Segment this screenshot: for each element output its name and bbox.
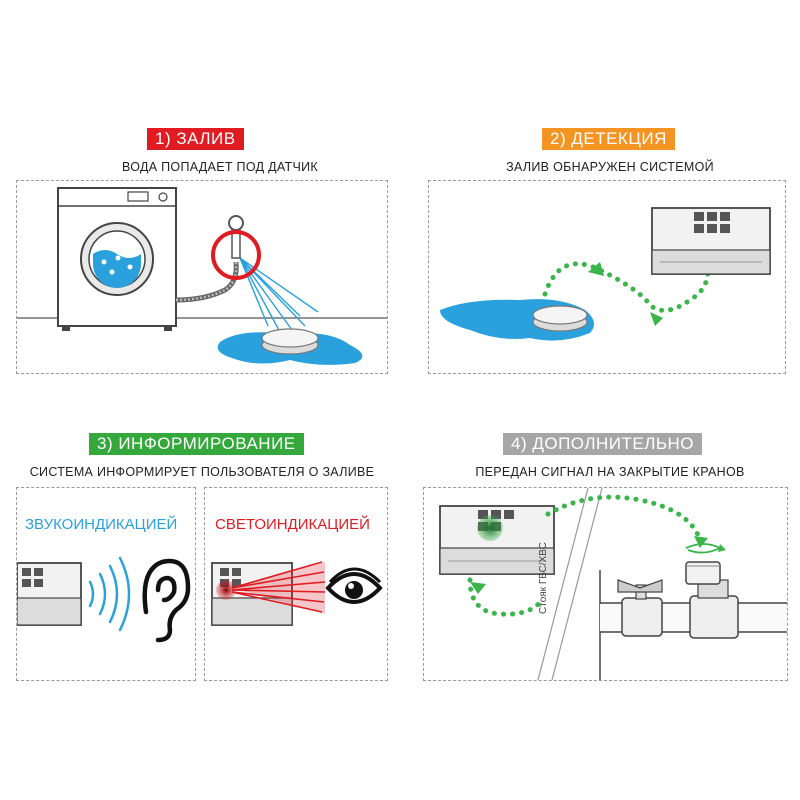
ear-icon — [142, 558, 191, 643]
eye-icon — [325, 567, 383, 604]
ball-valve-icon — [617, 579, 663, 637]
sound-label: ЗВУКОИНДИКАЦИЕЙ — [25, 516, 178, 533]
step1-badge: 1) ЗАЛИВ — [147, 128, 244, 150]
washing-machine-icon — [57, 187, 177, 331]
step2-badge: 2) ДЕТЕКЦИЯ — [542, 128, 675, 150]
step3-subtitle: СИСТЕМА ИНФОРМИРУЕТ ПОЛЬЗОВАТЕЛЯ О ЗАЛИВ… — [29, 465, 375, 479]
step4-badge: 4) ДОПОЛНИТЕЛЬНО — [503, 433, 703, 455]
water-sensor-icon — [532, 305, 588, 332]
step2-subtitle: ЗАЛИВ ОБНАРУЖЕН СИСТЕМОЙ — [506, 160, 714, 174]
riser-label: Стояк ГВС/ХВС — [538, 542, 549, 614]
step1-subtitle: ВОДА ПОПАДАЕТ ПОД ДАТЧИК — [122, 160, 318, 174]
step2-panel — [428, 180, 786, 374]
light-label: СВЕТОИНДИКАЦИЕЙ — [215, 516, 370, 533]
controller-icon — [17, 562, 82, 626]
step1-panel — [16, 180, 388, 374]
step3-panel-light — [204, 487, 388, 681]
water-sensor-icon — [261, 328, 319, 355]
controller-icon — [651, 207, 771, 275]
step4-subtitle: ПЕРЕДАН СИГНАЛ НА ЗАКРЫТИЕ КРАНОВ — [475, 465, 745, 479]
step4-panel — [423, 487, 788, 681]
controller-icon — [439, 505, 555, 575]
step3-panel-sound — [16, 487, 196, 681]
step3-badge: 3) ИНФОРМИРОВАНИЕ — [89, 433, 304, 455]
valve-actuator-icon — [685, 561, 739, 639]
